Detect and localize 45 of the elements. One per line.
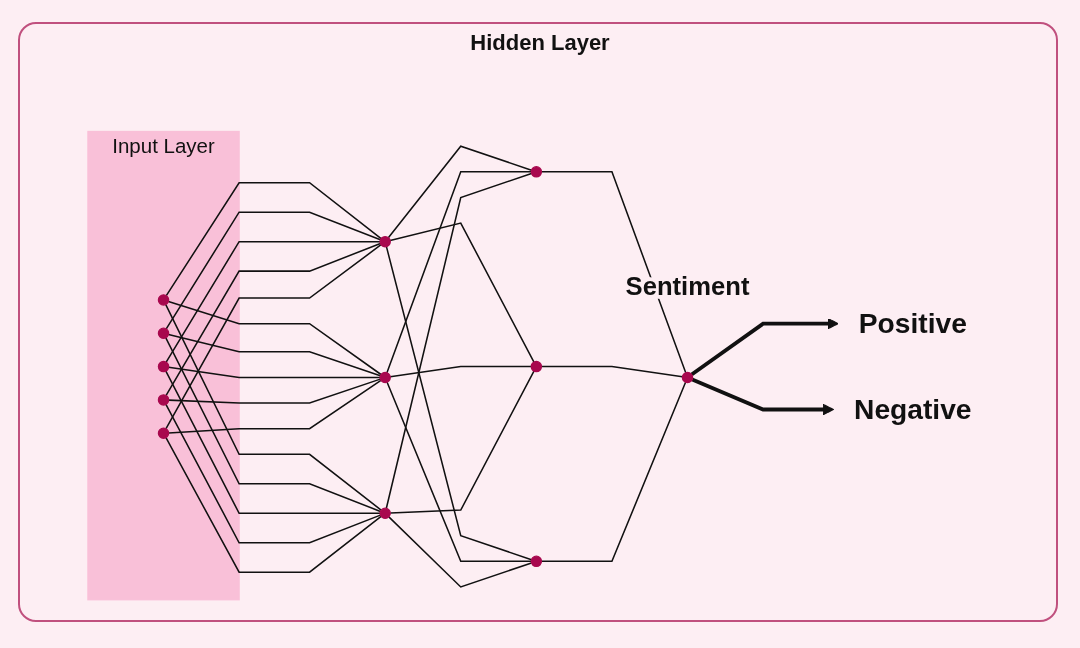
connector: [540, 365, 684, 378]
connector: [385, 172, 533, 510]
node-circle: [681, 371, 694, 384]
node-circle: [379, 371, 391, 384]
connector: [389, 370, 535, 514]
connector: [165, 243, 382, 430]
connector: [389, 365, 532, 378]
connector: [540, 171, 687, 374]
connector: [165, 181, 382, 297]
node-text: Positive: [858, 307, 967, 340]
node-circle: [157, 294, 170, 306]
node-circle: [530, 166, 543, 178]
connector: [165, 242, 382, 397]
node-circle: [379, 235, 391, 248]
cluster: Input Layer: [87, 130, 240, 601]
connector: [165, 436, 382, 573]
node-circle: [157, 327, 170, 340]
layer-label: Hidden Layer: [470, 30, 610, 55]
arrow: [691, 377, 835, 416]
connector: [165, 211, 382, 330]
connector: [386, 381, 532, 563]
connector: [165, 403, 382, 544]
connector: [386, 171, 532, 374]
node-circle: [157, 360, 170, 373]
node-circle: [157, 394, 170, 406]
node-circle: [530, 555, 543, 568]
connector: [167, 300, 382, 376]
connector: [167, 333, 382, 377]
connector: [167, 378, 382, 404]
node-circle: [157, 427, 170, 439]
connector: [389, 222, 535, 363]
connector: [165, 337, 382, 513]
connector: [387, 145, 533, 239]
node-circle: [530, 360, 543, 373]
connector: [167, 379, 382, 434]
connector: [165, 303, 382, 511]
connector: [165, 240, 381, 363]
node-circle: [379, 507, 391, 520]
connector: [385, 245, 533, 561]
arrow: [690, 318, 839, 377]
node-text: Negative: [854, 393, 972, 426]
connector: [388, 516, 533, 588]
connector: [167, 366, 381, 379]
connector: [540, 381, 687, 563]
connector: [165, 370, 381, 515]
